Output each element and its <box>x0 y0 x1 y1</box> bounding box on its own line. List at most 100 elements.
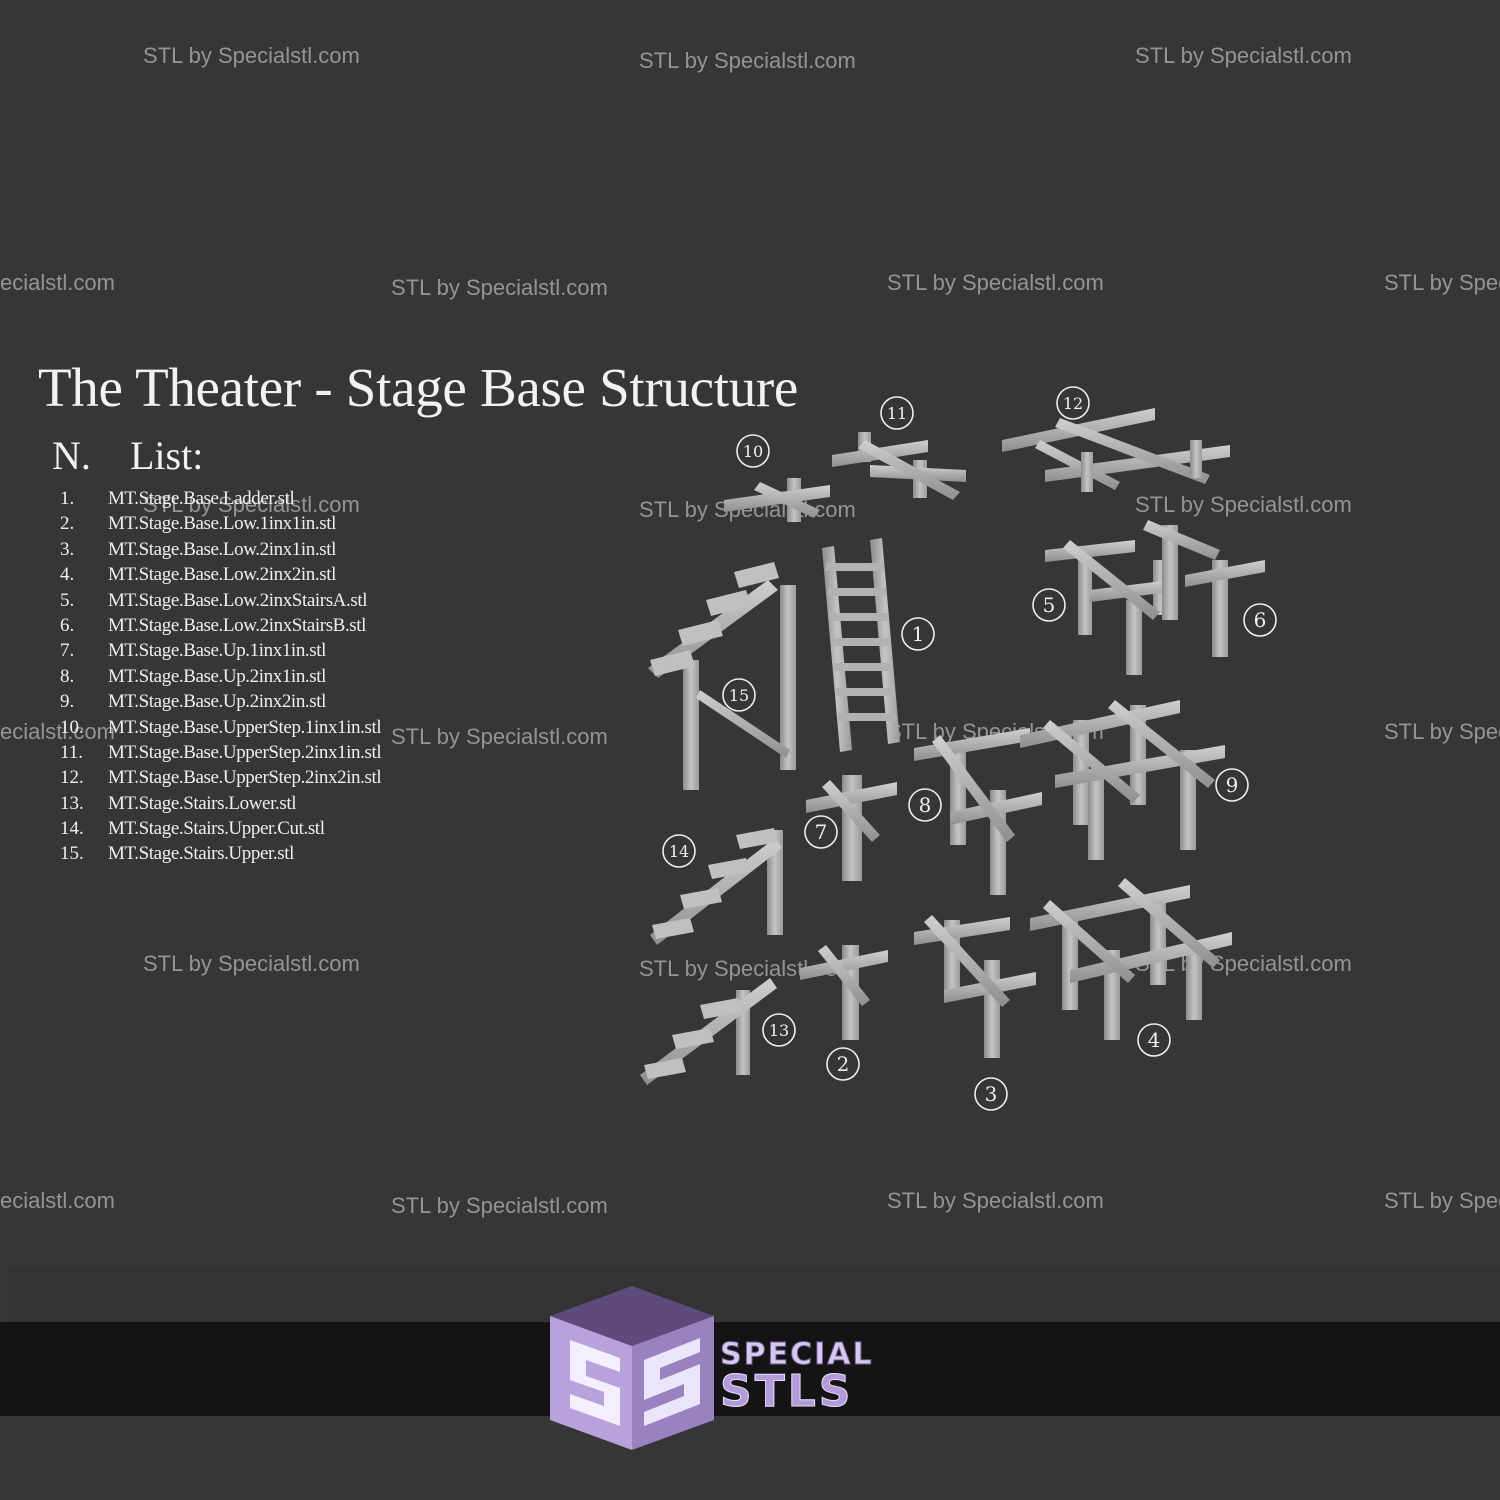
callout-label: 12 <box>1063 394 1083 413</box>
watermark: STL by Specialstl.com <box>1135 43 1352 68</box>
callout-label: 10 <box>743 442 763 461</box>
callout-8: 8 <box>908 788 942 822</box>
callout-label: 4 <box>1148 1028 1161 1052</box>
file-name: MT.Stage.Base.Up.1inx1in.stl <box>108 640 327 662</box>
callout-label: 1 <box>912 622 925 646</box>
callout-14: 14 <box>662 834 696 868</box>
part-low-1x1 <box>800 945 888 1040</box>
part-upperstep-1x1 <box>724 478 830 522</box>
part-stairs-upper-cut <box>650 828 783 945</box>
watermark: STL by Specialstl.com <box>391 1193 608 1218</box>
watermark: STL by Specialstl.com <box>639 48 856 73</box>
parts-illustration: 1 2 3 4 5 6 7 8 9 10 11 12 13 14 15 <box>640 386 1277 1111</box>
item-number: 2. <box>60 513 75 535</box>
file-name: MT.Stage.Base.Low.2inx1in.stl <box>108 538 336 560</box>
callout-label: 2 <box>837 1052 850 1076</box>
callout-1: 1 <box>901 617 935 651</box>
item-number: 1. <box>60 488 75 509</box>
logo-s-icon <box>644 1338 700 1426</box>
callout-label: 9 <box>1226 773 1239 797</box>
file-name: MT.Stage.Base.UpperStep.2inx2in.stl <box>108 767 382 789</box>
part-low-2x-stairs-b <box>1143 520 1265 657</box>
part-stairs-lower <box>640 978 777 1085</box>
file-name: MT.Stage.Base.Up.2inx2in.stl <box>108 691 327 713</box>
watermark: STL by Specialstl.com <box>143 951 360 976</box>
callout-13: 13 <box>762 1013 796 1047</box>
file-name: MT.Stage.Base.Low.1inx1in.stl <box>108 513 336 535</box>
callout-9: 9 <box>1215 768 1249 802</box>
list-header-number: N. <box>52 433 91 478</box>
callout-11: 11 <box>880 396 914 430</box>
footer-band <box>0 1322 1500 1416</box>
callout-2: 2 <box>826 1047 860 1081</box>
item-number: 11. <box>60 741 84 763</box>
file-name: MT.Stage.Base.Ladder.stl <box>108 488 295 509</box>
callout-10: 10 <box>736 434 770 468</box>
part-low-2x1 <box>914 915 1036 1058</box>
callout-label: 15 <box>729 686 749 705</box>
callout-label: 13 <box>769 1021 789 1040</box>
file-name: MT.Stage.Stairs.Upper.stl <box>108 843 294 865</box>
part-upperstep-2x2 <box>1002 408 1230 492</box>
watermark-partial: STL by Spec <box>1384 719 1500 744</box>
item-number: 12. <box>60 767 84 789</box>
item-number: 5. <box>60 589 75 611</box>
callout-label: 6 <box>1254 608 1267 632</box>
part-stairs-upper <box>648 562 796 790</box>
file-name: MT.Stage.Stairs.Upper.Cut.stl <box>108 818 325 840</box>
item-number: 7. <box>60 640 75 662</box>
footer-band-upper <box>8 1268 1500 1322</box>
watermark: STL by Specialstl.com <box>143 43 360 68</box>
callout-6: 6 <box>1243 603 1277 637</box>
callout-4: 4 <box>1137 1023 1171 1057</box>
callout-7: 7 <box>804 815 838 849</box>
part-ladder <box>822 538 900 752</box>
part-up-1x1 <box>806 775 897 881</box>
file-name: MT.Stage.Stairs.Lower.stl <box>108 792 297 814</box>
file-name: MT.Stage.Base.Low.2inx2in.stl <box>108 564 336 586</box>
watermark-partial: ecialstl.com <box>0 1188 115 1213</box>
callout-label: 5 <box>1043 593 1056 617</box>
item-number: 8. <box>60 665 75 687</box>
logo-text-stls: STLS <box>720 1366 853 1417</box>
item-number: 14. <box>60 818 84 840</box>
watermark-partial: ecialstl.com <box>0 270 115 295</box>
part-up-2x1 <box>914 728 1042 895</box>
file-name: MT.Stage.Base.Low.2inxStairsB.stl <box>108 614 367 636</box>
callout-label: 8 <box>919 793 932 817</box>
item-number: 10. <box>60 716 84 738</box>
part-low-2x-stairs-a <box>1045 540 1170 675</box>
file-name: MT.Stage.Base.UpperStep.1inx1in.stl <box>108 716 382 738</box>
file-name: MT.Stage.Base.Up.2inx1in.stl <box>108 665 327 687</box>
watermark: STL by Specialstl.com <box>1135 492 1352 517</box>
callout-label: 7 <box>815 820 828 844</box>
callout-12: 12 <box>1056 386 1090 420</box>
callout-15: 15 <box>722 678 756 712</box>
callout-label: 3 <box>985 1082 998 1106</box>
item-number: 15. <box>60 843 84 865</box>
item-number: 3. <box>60 538 75 560</box>
list-header-label: List: <box>130 433 204 478</box>
watermark: STL by Specialstl.com <box>391 724 608 749</box>
file-name: MT.Stage.Base.UpperStep.2inx1in.stl <box>108 741 382 763</box>
logo-s-icon <box>570 1340 620 1426</box>
watermark-partial: STL by Spec <box>1384 1188 1500 1213</box>
callout-label: 14 <box>669 842 689 861</box>
callout-label: 11 <box>887 404 907 423</box>
file-name: MT.Stage.Base.Low.2inxStairsA.stl <box>108 589 368 611</box>
item-number: 9. <box>60 691 75 713</box>
callout-5: 5 <box>1032 588 1066 622</box>
watermark: STL by Specialstl.com <box>887 1188 1104 1213</box>
page-title: The Theater - Stage Base Structure <box>38 357 799 418</box>
part-low-2x2 <box>1030 878 1232 1040</box>
item-number: 13. <box>60 792 84 814</box>
item-number: 4. <box>60 564 75 586</box>
part-up-2x2 <box>1020 700 1225 860</box>
item-number: 6. <box>60 614 75 636</box>
part-upperstep-2x1 <box>832 432 966 500</box>
watermark-partial: ecialstl.com <box>0 719 115 744</box>
watermark: STL by Specialstl.com <box>143 492 360 517</box>
watermark: STL by Specialstl.com <box>887 270 1104 295</box>
callout-3: 3 <box>974 1077 1008 1111</box>
watermark: STL by Specialstl.com <box>391 275 608 300</box>
